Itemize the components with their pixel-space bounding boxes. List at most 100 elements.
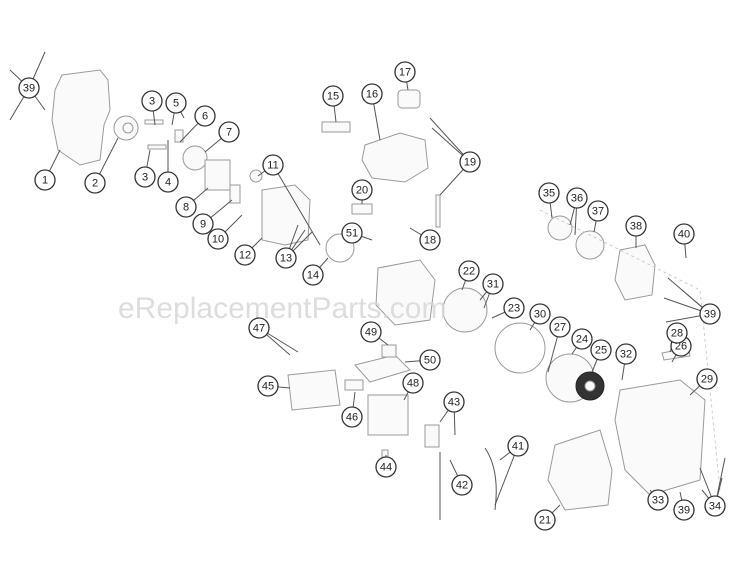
callout-circle	[192, 213, 214, 235]
callout-7: 7	[218, 121, 240, 143]
callout-number: 46	[346, 412, 358, 424]
callout-40: 40	[673, 223, 695, 245]
callout-number: 7	[226, 127, 232, 139]
part-recoil-housing	[614, 379, 706, 496]
callout-circle	[18, 77, 40, 99]
callout-number: 14	[307, 270, 319, 282]
callout-3: 3	[134, 166, 156, 188]
callout-number: 49	[365, 327, 377, 339]
callout-number: 17	[399, 67, 411, 79]
callout-circle	[84, 172, 106, 194]
callout-circle	[673, 499, 695, 521]
watermark: eReplacementParts.com	[118, 292, 446, 325]
callout-circle	[141, 90, 163, 112]
part-fuel-cap	[397, 89, 421, 109]
callout-number: 22	[463, 266, 475, 278]
part-bracket	[351, 203, 373, 215]
callout-circle	[458, 260, 480, 282]
callout-number: 41	[512, 441, 524, 453]
callout-46: 46	[341, 406, 363, 428]
callout-33: 33	[647, 489, 669, 511]
callout-circle	[165, 92, 187, 114]
callout-number: 5	[173, 98, 179, 110]
callout-35: 35	[538, 182, 560, 204]
callout-49: 49	[360, 321, 382, 343]
callout-circle	[534, 509, 556, 531]
callout-42: 42	[451, 474, 473, 496]
callout-17: 17	[394, 61, 416, 83]
callout-44: 44	[375, 456, 397, 478]
callout-36: 36	[566, 187, 588, 209]
part-filter	[321, 121, 351, 133]
part-fuel-tank	[361, 132, 429, 183]
callout-number: 10	[212, 234, 224, 246]
callout-number: 11	[267, 160, 278, 172]
callout-circle	[566, 187, 588, 209]
callout-circle	[419, 229, 441, 251]
callout-number: 27	[554, 322, 566, 334]
callout-circle	[590, 339, 612, 361]
callout-6: 6	[194, 105, 216, 127]
callout-circle	[402, 372, 424, 394]
part-housing	[51, 69, 111, 166]
leader-line	[272, 164, 321, 246]
part-plate	[174, 129, 184, 143]
callout-number: 19	[464, 157, 476, 169]
callout-circle	[704, 495, 726, 517]
callout-circle	[673, 223, 695, 245]
callout-circle	[207, 228, 229, 250]
part-wire	[484, 447, 497, 511]
callout-number: 48	[407, 378, 419, 390]
callout-circle	[360, 321, 382, 343]
part-gasket-30	[494, 322, 546, 374]
callout-circle	[157, 171, 179, 193]
callout-14: 14	[302, 264, 324, 286]
part-bearing-hole	[122, 122, 134, 134]
callout-3: 3	[141, 90, 163, 112]
callout-5: 5	[165, 92, 187, 114]
callout-circle	[699, 303, 721, 325]
part-piston	[381, 344, 397, 358]
callout-25: 25	[590, 339, 612, 361]
callout-28: 28	[666, 322, 688, 344]
callout-circle	[459, 151, 481, 173]
callout-circle	[529, 303, 551, 325]
callout-number: 40	[678, 229, 690, 241]
callout-number: 39	[678, 505, 690, 517]
callout-18: 18	[419, 229, 441, 251]
part-muffler-gasket	[344, 379, 364, 391]
callout-41: 41	[507, 435, 529, 457]
callout-number: 9	[200, 219, 206, 231]
callout-19: 19	[459, 151, 481, 173]
callout-number: 13	[280, 253, 292, 265]
callout-number: 8	[183, 202, 189, 214]
callout-circle	[218, 121, 240, 143]
callout-circle	[587, 200, 609, 222]
callout-circle	[341, 406, 363, 428]
part-drawings	[51, 69, 721, 520]
callout-circle	[451, 474, 473, 496]
callout-number: 23	[508, 303, 520, 315]
callout-21: 21	[534, 509, 556, 531]
callout-23: 23	[503, 297, 525, 319]
callout-8: 8	[175, 196, 197, 218]
callout-circle	[351, 179, 373, 201]
callout-1: 1	[34, 169, 56, 191]
callout-number: 50	[424, 355, 436, 367]
callout-circle	[302, 264, 324, 286]
callout-39: 39	[18, 77, 40, 99]
callout-51: 51	[341, 222, 363, 244]
callout-number: 25	[595, 345, 607, 357]
callout-circle	[262, 154, 284, 176]
callout-number: 15	[327, 91, 339, 103]
callout-number: 18	[424, 235, 436, 247]
callout-number: 42	[456, 480, 468, 492]
callout-circle	[275, 247, 297, 269]
part-flywheel	[442, 287, 488, 333]
callout-number: 3	[142, 172, 148, 184]
callout-number: 38	[630, 221, 642, 233]
callout-circle	[443, 391, 465, 413]
callout-circle	[257, 375, 279, 397]
part-clutch	[547, 215, 573, 241]
